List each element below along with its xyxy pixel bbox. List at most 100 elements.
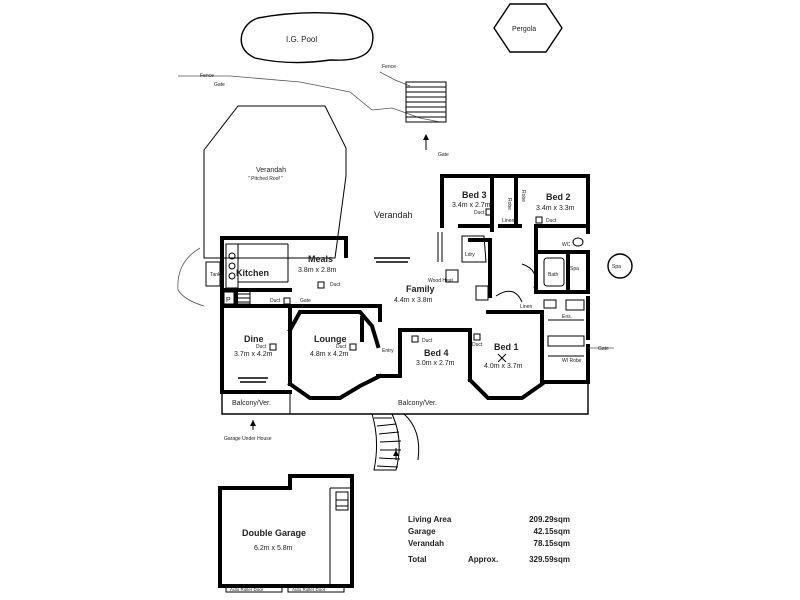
front-arrow-up-icon — [393, 450, 399, 456]
lounge-dim: 4.8m x 4.2m — [310, 351, 349, 358]
duct-label-meals: Duct — [330, 282, 341, 288]
verandah-pitched-sub: " Pitched Roof " — [248, 176, 283, 182]
area-value: 42.15sqm — [533, 527, 570, 536]
kitchen-gate-label: Gate — [300, 298, 311, 304]
wood-heat-label: Wood Heat — [428, 278, 454, 284]
area-label: Living Area — [408, 515, 452, 524]
family-name: Family — [406, 284, 435, 294]
area-row-garage: Garage 42.15sqm — [408, 526, 578, 538]
duct-icon — [473, 333, 481, 341]
bed4-dim: 3.0m x 2.7m — [416, 360, 455, 367]
total-value: 329.59sqm — [529, 555, 570, 564]
bed3-name: Bed 3 — [462, 190, 487, 200]
arrow-up-icon — [423, 134, 429, 140]
duct-icon — [269, 343, 277, 351]
duct-label-lounge: Duct — [336, 344, 347, 350]
duct-icon — [349, 343, 357, 351]
linen-label-2: Linen — [520, 304, 532, 310]
area-label: Verandah — [408, 539, 445, 548]
ceiling-fan-icon — [497, 353, 507, 363]
house-walls — [220, 174, 590, 394]
wc-label: WC — [562, 242, 571, 248]
lounge-bay-window — [287, 310, 381, 349]
bed4-name: Bed 4 — [424, 348, 449, 358]
duct-icon — [317, 281, 325, 289]
verandah-pitched-title: Verandah — [256, 167, 286, 174]
garage-name: Double Garage — [242, 528, 306, 538]
bed1-dim: 4.0m x 3.7m — [484, 363, 523, 370]
duct-label-bed1: Duct — [472, 342, 483, 348]
dine-name: Dine — [244, 334, 264, 344]
gate-right-label: Gate — [598, 346, 609, 352]
ensuite-label: Ens. — [562, 314, 572, 320]
area-row-verandah: Verandah 78.15sqm — [408, 538, 578, 550]
duct-label-dine: Duct — [256, 344, 267, 350]
robe-label-1: Robe — [506, 198, 512, 210]
lounge-name: Lounge — [314, 334, 347, 344]
roller-door-label-2: Auto Roller Door — [292, 587, 326, 592]
garage-under-house-label: Garage Under House — [224, 436, 272, 442]
garage-dim: 6.2m x 5.8m — [254, 545, 293, 552]
fence-right-label: Fence — [382, 64, 396, 70]
gate-top-left-label: Gate — [214, 82, 225, 88]
bed4-bay-window — [467, 377, 545, 400]
duct-icon — [535, 216, 543, 224]
kitchen-name: Kitchen — [236, 268, 269, 278]
bed1-name: Bed 1 — [494, 342, 519, 352]
spa-room-label: Spa — [570, 266, 579, 272]
bed2-name: Bed 2 — [546, 192, 571, 202]
pantry-label: P — [226, 297, 231, 304]
duct-icon — [411, 335, 419, 343]
area-label: Garage — [408, 527, 436, 536]
garage-walls — [218, 474, 354, 593]
meals-dim: 3.8m x 2.8m — [298, 267, 337, 274]
balcony-left-label: Balcony/Ver. — [232, 400, 271, 407]
area-value: 78.15sqm — [533, 539, 570, 548]
fence-line — [178, 75, 441, 123]
duct-icon — [283, 297, 291, 305]
verandah-pitched-roof — [203, 105, 347, 259]
duct-label-bed2: Duct — [546, 218, 557, 224]
total-label: Total — [408, 555, 427, 564]
area-row-living: Living Area 209.29sqm — [408, 514, 578, 526]
area-value: 209.29sqm — [529, 515, 570, 524]
duct-label-bed4: Duct — [422, 338, 433, 344]
front-stairs — [371, 413, 420, 471]
pergola-outline — [493, 3, 563, 53]
gate-top-center-label: Gate — [438, 152, 449, 158]
area-schedule: Living Area 209.29sqm Garage 42.15sqm Ve… — [408, 514, 578, 566]
pool-label: I.G. Pool — [286, 35, 317, 44]
entry-label: Entry — [382, 348, 394, 354]
duct-label-kitchen: Duct — [270, 298, 281, 304]
duct-icon — [485, 208, 493, 216]
dine-bay-window — [287, 373, 383, 400]
balcony-outline — [221, 382, 589, 415]
family-dim: 4.4m x 3.8m — [394, 297, 433, 304]
spa-circle — [607, 253, 633, 279]
bed3-dim: 3.4m x 2.7m — [452, 202, 491, 209]
verandah-label: Verandah — [374, 210, 413, 220]
balcony-right-label: Balcony/Ver. — [398, 400, 437, 407]
garage-arrow-up-icon — [250, 420, 256, 426]
pergola-label: Pergola — [512, 26, 536, 33]
laundry-label: Ldry — [465, 252, 475, 258]
pool-outline — [240, 11, 374, 64]
spa-label: Spa — [612, 264, 621, 270]
robe-label-2: Robe — [520, 190, 526, 202]
linen-label-1: Linen — [502, 218, 514, 224]
area-row-total: Total Approx. 329.59sqm — [408, 554, 578, 566]
bed2-dim: 3.4m x 3.3m — [536, 205, 575, 212]
kitchen-steps — [235, 289, 251, 305]
dine-dim: 3.7m x 4.2m — [234, 351, 273, 358]
duct-label-bed3: Duct — [474, 210, 485, 216]
top-stairs — [405, 81, 447, 123]
roller-door-label-1: Auto Roller Door — [230, 587, 264, 592]
fence-left-label: Fence — [200, 73, 214, 79]
approx-label: Approx. — [468, 555, 499, 564]
bath-label: Bath — [548, 272, 559, 278]
meals-name: Meals — [308, 254, 333, 264]
fence-line-right — [379, 71, 411, 87]
wi-robe-label: WI Robe — [562, 358, 582, 364]
tank-label: Tank — [210, 272, 221, 278]
